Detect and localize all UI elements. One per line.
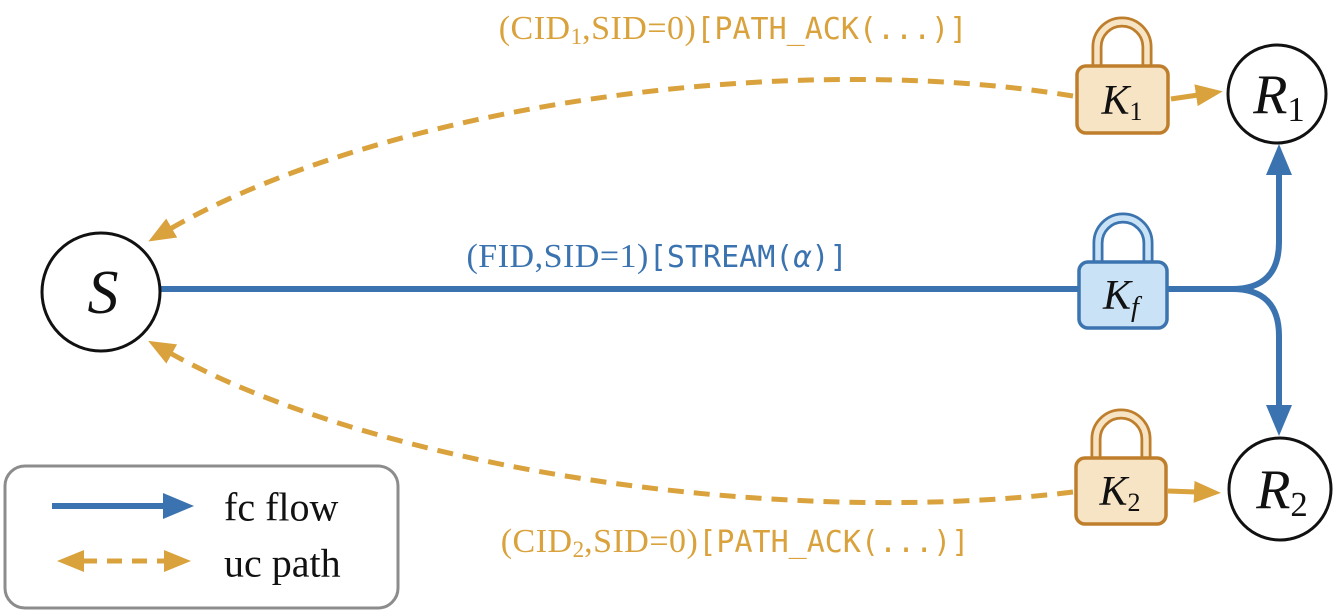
label-uc-top-prefix: (CID: [498, 10, 571, 47]
lock-k1-icon: [1075, 16, 1170, 135]
label-uc-bottom-sub: 2: [572, 537, 585, 563]
node-r2-letter: R: [1256, 459, 1291, 521]
node-r1-circle: [1226, 43, 1328, 145]
node-s-circle: [40, 231, 162, 353]
node-r1-label: R1: [1253, 64, 1305, 126]
label-fc-mid-frame-close: )]: [811, 240, 848, 275]
uc-arrow-k1-to-r1: [1170, 84, 1223, 107]
label-fc-mid-frame-open: [STREAM(: [648, 240, 794, 275]
label-fc-mid: (FID,SID=1)[STREAM(α)]: [466, 238, 847, 276]
node-s-letter: S: [87, 259, 119, 327]
lock-k2-letter: K: [1099, 469, 1128, 515]
lock-kf-icon: [1077, 212, 1169, 330]
legend-uc-label: uc path: [224, 540, 341, 586]
label-fc-mid-header: (FID,SID=1): [466, 238, 649, 275]
fc-flow-branch-to-r2: [1231, 286, 1292, 436]
label-uc-top-rest: ,SID=0): [582, 10, 697, 47]
lock-kf-sub: f: [1131, 292, 1139, 324]
lock-k1-sub: 1: [1129, 96, 1143, 126]
uc-arrow-k2-to-r2: [1167, 480, 1221, 503]
uc-path-r1-to-s: [148, 76, 1074, 242]
fc-flow-branch-to-r1: [1231, 144, 1292, 292]
label-uc-top-frame: [PATH_ACK(...)]: [696, 12, 968, 47]
lock-k2-sub: 2: [1127, 487, 1141, 517]
label-uc-bottom-prefix: (CID: [500, 523, 573, 560]
lock-kf-letter: K: [1103, 273, 1132, 319]
lock-k1-letter: K: [1101, 78, 1130, 124]
node-s-label: S: [88, 262, 119, 324]
node-r2-label: R2: [1256, 459, 1308, 521]
node-r1-letter: R: [1253, 64, 1288, 126]
label-uc-bottom-rest: ,SID=0): [584, 523, 699, 560]
lock-kf-label: Kf: [1103, 273, 1139, 322]
legend-fc-label: fc flow: [224, 484, 339, 530]
node-r1-sub: 1: [1287, 89, 1305, 129]
legend-box: [3, 464, 400, 610]
node-r2-circle: [1227, 436, 1333, 542]
label-uc-bottom: (CID2,SID=0)[PATH_ACK(...)]: [500, 523, 970, 563]
label-uc-top-sub: 1: [570, 24, 583, 50]
lock-k1-label: K1: [1101, 78, 1142, 124]
label-uc-top: (CID1,SID=0)[PATH_ACK(...)]: [498, 10, 968, 50]
label-uc-bottom-frame: [PATH_ACK(...)]: [698, 525, 970, 560]
uc-path-r2-to-s: [148, 340, 1074, 506]
node-r2-sub: 2: [1290, 484, 1308, 524]
lock-k2-label: K2: [1099, 469, 1140, 515]
label-fc-mid-alpha: α: [793, 240, 812, 275]
lock-k2-icon: [1074, 408, 1168, 526]
